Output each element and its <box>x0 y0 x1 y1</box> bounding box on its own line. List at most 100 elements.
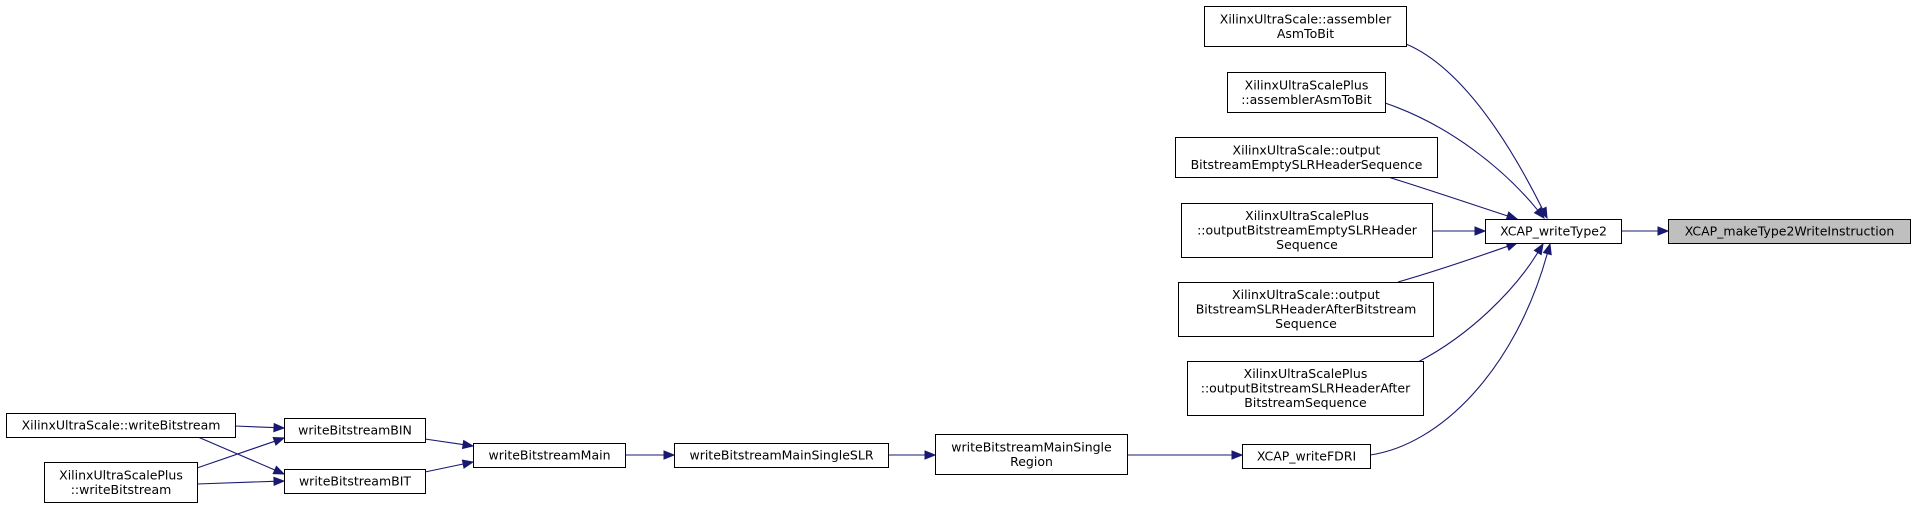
node-label: ::outputBitstreamSLRHeaderAfter <box>1201 381 1411 396</box>
node-label: ::assemblerAsmToBit <box>1241 92 1372 107</box>
node-usEmpty[interactable]: XilinxUltraScale::outputBitstreamEmptySL… <box>1175 137 1438 178</box>
node-box <box>44 462 198 503</box>
node-label: Sequence <box>1276 237 1338 252</box>
node-usAsm[interactable]: XilinxUltraScale::assemblerAsmToBit <box>1204 6 1407 47</box>
node-box <box>1485 219 1622 244</box>
edge-usWrite-to-bit <box>197 436 286 475</box>
node-label: writeBitstreamMain <box>488 448 610 463</box>
arrow-head <box>273 476 286 487</box>
node-label: ::outputBitstreamEmptySLRHeader <box>1197 223 1418 238</box>
node-box <box>284 469 426 494</box>
node-uspAsm[interactable]: XilinxUltraScalePlus::assemblerAsmToBit <box>1227 72 1386 113</box>
node-box <box>1175 137 1438 178</box>
node-root[interactable]: XCAP_makeType2WriteInstruction <box>1668 219 1911 244</box>
node-label: XilinxUltraScalePlus <box>59 467 183 482</box>
node-usWrite[interactable]: XilinxUltraScale::writeBitstream <box>6 413 236 438</box>
edge-line <box>1405 43 1543 210</box>
edge-uspWrite-to-bin <box>196 436 286 469</box>
node-box <box>473 443 626 468</box>
arrow-head <box>663 450 676 460</box>
arrow-head <box>1474 226 1487 236</box>
node-label: XCAP_writeFDRI <box>1257 449 1356 464</box>
node-label: Sequence <box>1275 316 1337 331</box>
node-label: XilinxUltraScale::assembler <box>1220 11 1392 26</box>
edge-line <box>196 480 275 485</box>
edge-writeFDRI-to-writeType2 <box>1369 242 1552 456</box>
node-label: AsmToBit <box>1277 26 1334 41</box>
node-label: XilinxUltraScale::output <box>1232 287 1380 302</box>
node-label: XilinxUltraScalePlus <box>1244 366 1368 381</box>
node-main[interactable]: writeBitstreamMain <box>473 443 626 468</box>
node-label: XCAP_writeType2 <box>1500 224 1607 239</box>
node-label: BitstreamSLRHeaderAfterBitstream <box>1196 302 1417 317</box>
edge-line <box>234 425 275 429</box>
node-writeFDRI[interactable]: XCAP_writeFDRI <box>1242 444 1371 469</box>
edge-usWrite-to-bin <box>234 422 286 433</box>
node-label: Region <box>1010 454 1053 469</box>
node-box <box>1181 203 1433 258</box>
edge-line <box>1384 102 1539 211</box>
node-label: writeBitstreamBIT <box>299 474 411 489</box>
node-label: writeBitstreamMainSingleSLR <box>689 448 873 463</box>
node-box <box>1204 6 1407 47</box>
node-bin[interactable]: writeBitstreamBIN <box>284 418 426 443</box>
arrow-head <box>1231 450 1244 460</box>
edge-uspAfter-to-writeType2 <box>1417 242 1544 363</box>
arrow-head <box>461 459 475 469</box>
edge-writeType2-to-root <box>1621 226 1670 236</box>
node-bit[interactable]: writeBitstreamBIT <box>284 469 426 494</box>
node-writeType2[interactable]: XCAP_writeType2 <box>1485 219 1622 244</box>
node-box <box>1178 282 1434 337</box>
edge-usEmpty-to-writeType2 <box>1387 176 1519 221</box>
edge-singleSLR-to-singleRegion <box>888 450 937 460</box>
node-box <box>284 418 426 443</box>
node-label: ::writeBitstream <box>71 482 172 497</box>
node-box <box>1227 72 1386 113</box>
node-uspEmpty[interactable]: XilinxUltraScalePlus::outputBitstreamEmp… <box>1181 203 1433 258</box>
nodes-layer: XCAP_makeType2WriteInstructionXCAP_write… <box>6 6 1911 503</box>
edge-main-to-singleSLR <box>625 450 676 460</box>
arrow-head <box>1533 242 1544 256</box>
edge-line <box>1387 176 1508 217</box>
node-label: XilinxUltraScale::writeBitstream <box>22 418 221 433</box>
arrow-head <box>272 436 286 446</box>
node-box <box>1187 361 1424 416</box>
node-label: BitstreamEmptySLRHeaderSequence <box>1191 157 1423 172</box>
edge-uspEmpty-to-writeType2 <box>1432 226 1487 236</box>
edge-bin-to-main <box>424 438 475 450</box>
edge-line <box>1417 252 1539 363</box>
edge-bit-to-main <box>424 459 475 473</box>
node-uspAfter[interactable]: XilinxUltraScalePlus::outputBitstreamSLR… <box>1187 361 1424 416</box>
edge-line <box>196 440 275 469</box>
node-box <box>935 434 1128 475</box>
edge-line <box>424 463 464 473</box>
arrow-head <box>1657 226 1670 236</box>
node-box <box>6 413 236 438</box>
node-usAfter[interactable]: XilinxUltraScale::outputBitstreamSLRHead… <box>1178 282 1434 337</box>
edge-usAsm-to-writeType2 <box>1405 43 1548 220</box>
node-label: writeBitstreamBIN <box>298 423 412 438</box>
arrow-head <box>1542 242 1552 256</box>
node-uspWrite[interactable]: XilinxUltraScalePlus::writeBitstream <box>44 462 198 503</box>
edge-uspWrite-to-bit <box>196 476 286 487</box>
arrow-head <box>1533 206 1545 220</box>
arrow-head <box>461 439 475 450</box>
arrow-head <box>924 450 937 460</box>
edge-usAfter-to-writeType2 <box>1397 241 1519 283</box>
node-label: XilinxUltraScalePlus <box>1245 208 1369 223</box>
node-label: writeBitstreamMainSingle <box>951 439 1112 454</box>
node-box <box>1668 219 1911 244</box>
node-singleSLR[interactable]: writeBitstreamMainSingleSLR <box>674 443 889 468</box>
edges-layer <box>196 43 1670 487</box>
edge-line <box>424 438 464 446</box>
node-label: XilinxUltraScale::output <box>1233 142 1381 157</box>
arrow-head <box>273 422 286 433</box>
edge-line <box>197 436 276 471</box>
arrow-head <box>272 465 286 475</box>
node-box <box>1242 444 1371 469</box>
node-box <box>674 443 889 468</box>
arrow-head <box>1505 211 1519 221</box>
edge-line <box>1397 245 1508 283</box>
